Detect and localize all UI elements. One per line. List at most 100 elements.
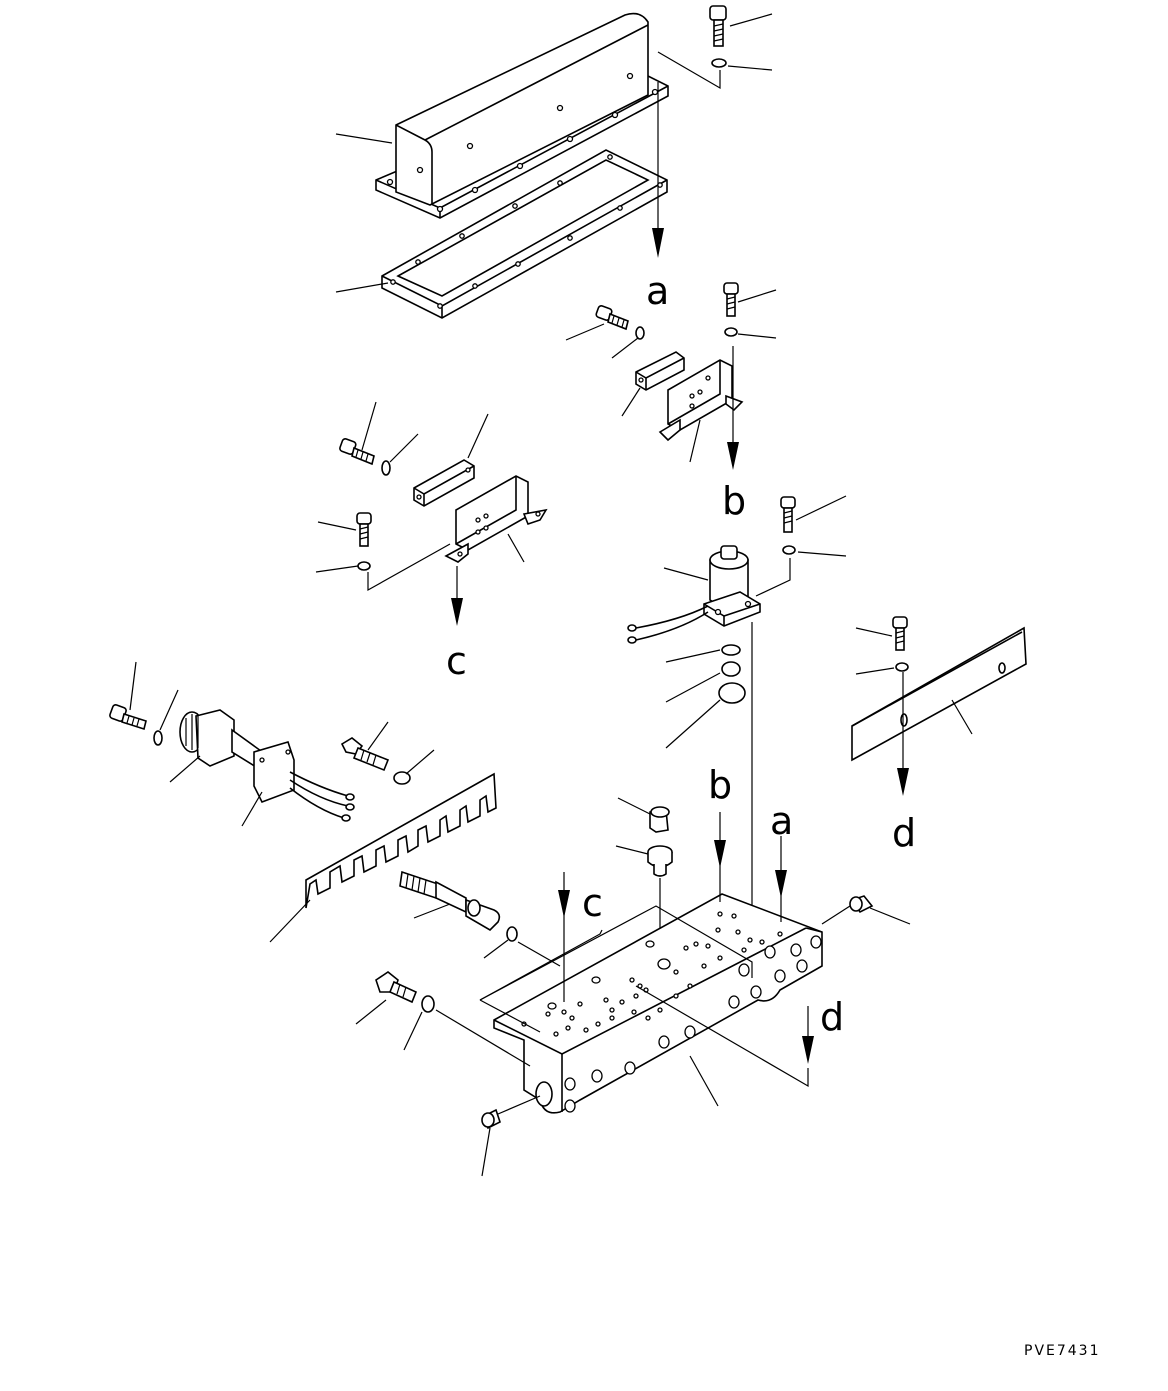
body-bolt bbox=[375, 971, 418, 1004]
bracket-c bbox=[444, 475, 548, 563]
body-washer bbox=[421, 995, 435, 1013]
oring-large bbox=[718, 682, 746, 704]
leader-line bbox=[317, 521, 357, 531]
label-b-bottom: b bbox=[708, 763, 732, 807]
comb-plate-bolt bbox=[340, 737, 390, 772]
leader-line bbox=[615, 845, 649, 855]
connector-washer bbox=[153, 730, 163, 746]
leader-line bbox=[855, 627, 893, 637]
leader-line bbox=[517, 941, 561, 967]
plug-oring bbox=[506, 926, 518, 942]
leader-line bbox=[269, 899, 311, 943]
bracket-c-side-bolt bbox=[339, 438, 375, 466]
label-c-bottom: c bbox=[582, 881, 603, 925]
arrow-head bbox=[451, 598, 463, 626]
leader-line bbox=[413, 903, 451, 919]
solenoid-bolt bbox=[780, 496, 796, 533]
sensor-c bbox=[413, 459, 475, 507]
label-a-bottom: a bbox=[770, 799, 793, 843]
leader-line bbox=[367, 721, 389, 751]
arrow-head bbox=[714, 840, 726, 868]
leader-line bbox=[727, 65, 773, 71]
leader-line bbox=[159, 689, 179, 731]
cover-bolt bbox=[709, 5, 727, 47]
bracket-b-washer bbox=[724, 327, 738, 337]
leader-line bbox=[797, 551, 847, 557]
comb-plate bbox=[305, 772, 497, 909]
solenoid bbox=[627, 545, 761, 644]
leader-line bbox=[335, 133, 393, 144]
leader-line bbox=[663, 567, 709, 581]
leader-line bbox=[737, 289, 777, 303]
leader-line bbox=[169, 755, 201, 783]
arrow-head bbox=[897, 768, 909, 796]
leader-line bbox=[483, 939, 509, 959]
arrow-head bbox=[727, 442, 739, 470]
leader-line bbox=[403, 1011, 423, 1051]
label-a-top: a bbox=[646, 269, 669, 313]
figure-code: PVE7431 bbox=[1024, 1343, 1101, 1359]
cover-gasket bbox=[381, 149, 668, 319]
arrow-head bbox=[652, 228, 664, 258]
comb-plate-washer bbox=[393, 771, 411, 785]
bracket-b-bolt bbox=[723, 282, 739, 317]
oring-small bbox=[721, 644, 741, 656]
leader-line bbox=[869, 907, 911, 925]
leader-line bbox=[795, 495, 847, 521]
bracket-c-side-washer bbox=[381, 460, 391, 476]
label-c-top: c bbox=[446, 639, 467, 683]
leader-line bbox=[367, 543, 451, 592]
connector-assembly bbox=[179, 709, 355, 822]
arrow-head bbox=[558, 890, 570, 918]
leader-line bbox=[129, 661, 137, 711]
solenoid-washer bbox=[782, 545, 796, 555]
valve-body bbox=[493, 893, 823, 1114]
leader-line bbox=[611, 337, 639, 359]
leader-line bbox=[665, 672, 721, 703]
arrow-head bbox=[775, 870, 787, 898]
sleeve-plug bbox=[647, 845, 673, 877]
bracket-c-washer bbox=[357, 561, 371, 571]
leader-line bbox=[479, 999, 541, 1033]
bracket-d-washer bbox=[895, 662, 909, 672]
sensor-b bbox=[635, 351, 685, 391]
leader-line bbox=[621, 387, 641, 417]
leader-line bbox=[241, 791, 263, 827]
label-d-top: d bbox=[892, 811, 916, 855]
leader-line bbox=[435, 1009, 531, 1067]
leader-line bbox=[755, 558, 791, 597]
bracket-b bbox=[658, 359, 744, 442]
oring-medium bbox=[721, 661, 741, 677]
leader-line bbox=[497, 1095, 541, 1115]
leader-line bbox=[467, 413, 489, 459]
bracket-d-bolt bbox=[892, 616, 908, 651]
leader-line bbox=[855, 667, 895, 675]
leader-line bbox=[689, 419, 701, 463]
plug-valve bbox=[399, 870, 501, 932]
leader-line bbox=[657, 51, 721, 90]
leader-line bbox=[315, 565, 359, 573]
connector-bolt bbox=[109, 704, 147, 731]
leader-line bbox=[565, 323, 605, 341]
leader-line bbox=[405, 749, 435, 775]
label-b-top: b bbox=[722, 479, 746, 523]
leader-line bbox=[481, 1127, 491, 1177]
body-plug-side bbox=[849, 895, 874, 914]
leader-line bbox=[361, 401, 377, 451]
bracket-b-side-bolt bbox=[595, 305, 629, 331]
leader-line bbox=[617, 797, 651, 815]
leader-line bbox=[729, 13, 773, 27]
leader-line bbox=[335, 282, 389, 293]
leader-line bbox=[665, 699, 721, 749]
arrow-head bbox=[802, 1036, 814, 1064]
leader-line bbox=[665, 649, 721, 663]
leader-line bbox=[479, 929, 603, 1001]
label-d-bottom: d bbox=[820, 995, 844, 1039]
leader-line bbox=[635, 985, 809, 1088]
leader-line bbox=[507, 533, 525, 563]
bracket-b-side-washer bbox=[635, 326, 645, 340]
valve-cover bbox=[375, 12, 669, 219]
body-plug-front bbox=[481, 1108, 501, 1130]
